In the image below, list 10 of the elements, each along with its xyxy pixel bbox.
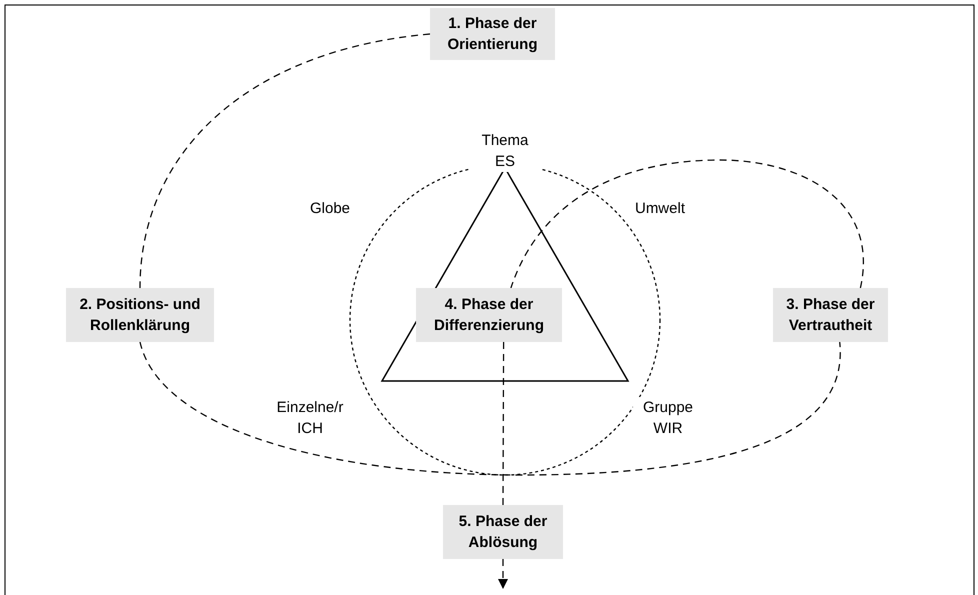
dashed-connector bbox=[502, 342, 504, 505]
phase-box: 1. Phase der Orientierung bbox=[430, 8, 555, 60]
dashed-connector bbox=[139, 33, 430, 288]
dashed-connector bbox=[510, 159, 864, 288]
phase-box: 4. Phase der Differenzierung bbox=[416, 288, 562, 342]
dashed-arrow bbox=[498, 559, 508, 589]
phase-box: 3. Phase der Vertrautheit bbox=[773, 288, 888, 342]
phase-box: 5. Phase der Ablösung bbox=[443, 505, 563, 559]
dashed-connector bbox=[139, 342, 840, 476]
phase-box: 2. Positions- und Rollenklärung bbox=[66, 288, 214, 342]
